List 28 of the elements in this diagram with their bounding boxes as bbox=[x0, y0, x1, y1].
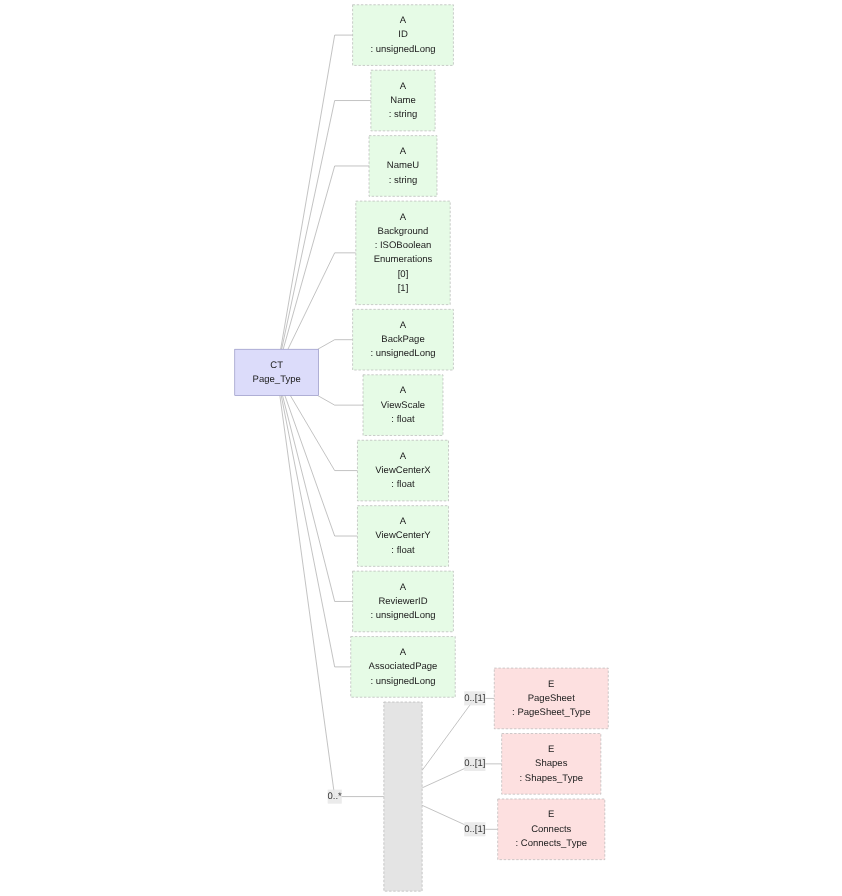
node-box bbox=[356, 505, 449, 567]
connector bbox=[282, 165, 369, 350]
connector bbox=[287, 252, 356, 350]
node-box bbox=[354, 200, 450, 305]
node-box bbox=[233, 348, 319, 396]
node-box bbox=[356, 439, 449, 502]
connector bbox=[421, 763, 502, 789]
connector bbox=[289, 395, 358, 471]
connector bbox=[280, 395, 351, 668]
node-box bbox=[351, 570, 454, 633]
connector bbox=[317, 339, 353, 350]
connector bbox=[421, 698, 494, 771]
node-box bbox=[493, 667, 609, 730]
connector bbox=[279, 34, 353, 350]
node-box bbox=[368, 135, 437, 197]
connector bbox=[284, 395, 358, 537]
connector bbox=[317, 395, 363, 406]
node-box bbox=[383, 701, 422, 892]
connector bbox=[280, 100, 371, 350]
node-box bbox=[370, 69, 435, 132]
connector bbox=[281, 395, 353, 602]
node-box bbox=[351, 4, 454, 66]
node-box bbox=[496, 798, 605, 860]
connector bbox=[279, 395, 384, 797]
node-box bbox=[500, 733, 601, 795]
node-box bbox=[349, 636, 455, 698]
node-box bbox=[351, 309, 454, 371]
node-box bbox=[362, 374, 443, 436]
